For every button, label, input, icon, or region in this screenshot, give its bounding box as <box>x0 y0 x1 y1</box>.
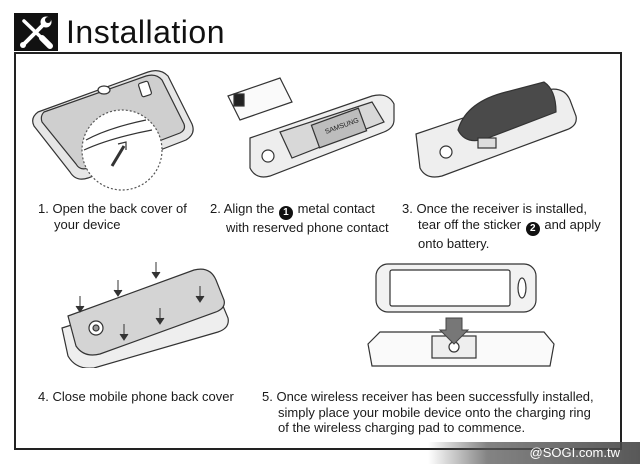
step5-line3: of the wireless charging pad to commence… <box>278 420 526 435</box>
step2-line2: with reserved phone contact <box>226 220 389 235</box>
watermark-text: @SOGI.com.tw <box>529 445 621 460</box>
step2-line1-end: metal contact <box>297 201 375 216</box>
step4-line1: 4. Close mobile phone back cover <box>38 389 234 404</box>
step3-line3: onto battery. <box>418 235 490 251</box>
step1-line1: 1. Open the back cover of <box>38 201 187 216</box>
step4-illustration <box>61 262 229 368</box>
wrench-screwdriver-icon <box>14 13 58 51</box>
step2-line1-start: 2. Align the <box>210 201 275 216</box>
step5-illustration <box>367 263 555 367</box>
step3-illustration <box>415 81 577 178</box>
step4-caption: 4. Close mobile phone back cover <box>38 389 234 405</box>
step2-caption: 2. Align the 1 metal contact with reserv… <box>210 201 389 236</box>
page-title: Installation <box>66 14 225 50</box>
step5-line1: 5. Once wireless receiver has been succe… <box>262 389 594 404</box>
step5-line2: simply place your mobile device onto the… <box>278 404 591 420</box>
watermark: @SOGI.com.tw <box>428 442 640 464</box>
step3-number-badge: 2 <box>525 221 540 236</box>
step3-line2-start: tear off the sticker <box>418 216 522 232</box>
step3-line2-end: and apply <box>544 216 601 232</box>
step1-illustration <box>32 70 194 191</box>
step1-line2: your device <box>54 216 121 232</box>
step5-caption: 5. Once wireless receiver has been succe… <box>262 389 594 436</box>
step3-caption: 3. Once the receiver is installed, tear … <box>402 201 601 251</box>
step2-illustration: SAMSUNG <box>227 77 395 178</box>
step2-number-badge: 1 <box>278 206 293 220</box>
step3-line1: 3. Once the receiver is installed, <box>402 201 587 216</box>
step1-caption: 1. Open the back cover of your device <box>38 201 187 232</box>
instructions-frame <box>14 52 622 450</box>
